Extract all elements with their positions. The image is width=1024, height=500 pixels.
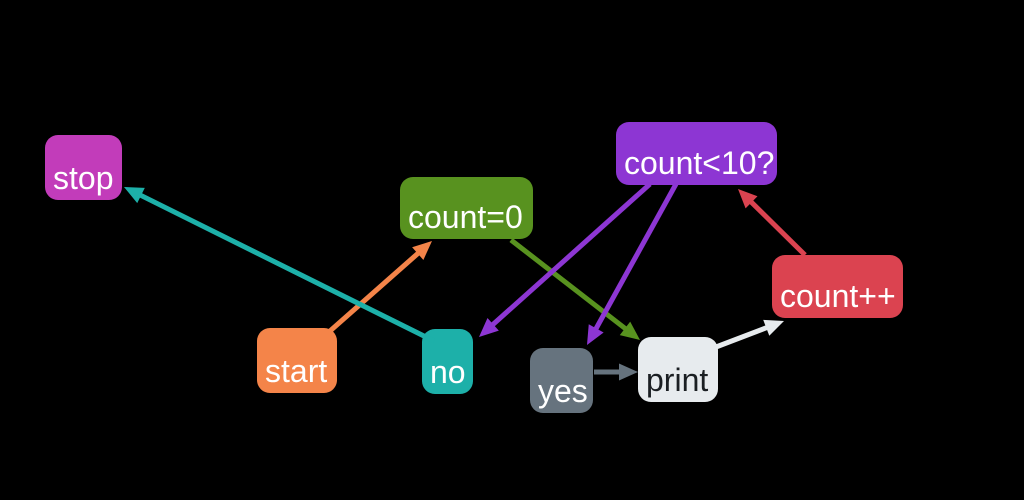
node-no[interactable]: no xyxy=(422,329,473,394)
node-label-start: start xyxy=(265,353,328,389)
node-label-countlt10: count<10? xyxy=(624,145,775,181)
arrowhead-count0-to-print xyxy=(619,321,640,340)
node-label-stop: stop xyxy=(53,160,114,196)
arrowhead-start-to-count0 xyxy=(412,241,432,260)
edge-no-to-stop xyxy=(138,192,436,344)
node-label-no: no xyxy=(430,354,466,390)
arrowhead-countlt10-to-yes xyxy=(587,324,604,345)
node-print[interactable]: print xyxy=(638,337,718,402)
edge-countlt10-to-yes xyxy=(593,182,679,332)
node-start[interactable]: start xyxy=(257,328,337,393)
node-countpp[interactable]: count++ xyxy=(772,255,903,318)
edge-countpp-to-countlt10 xyxy=(748,199,807,257)
node-label-yes: yes xyxy=(538,373,588,409)
node-yes[interactable]: yes xyxy=(530,348,593,413)
arrowhead-yes-to-print xyxy=(619,363,638,381)
node-label-print: print xyxy=(646,362,709,398)
arrowhead-no-to-stop xyxy=(124,187,145,204)
arrowhead-countpp-to-countlt10 xyxy=(738,189,758,209)
node-countlt10[interactable]: count<10? xyxy=(616,122,777,185)
node-stop[interactable]: stop xyxy=(45,135,122,200)
node-label-countpp: count++ xyxy=(780,278,896,314)
arrowhead-countlt10-to-no xyxy=(479,317,499,337)
edge-start-to-count0 xyxy=(328,250,421,333)
node-label-count0: count=0 xyxy=(408,199,523,235)
edge-print-to-countpp xyxy=(715,324,770,350)
arrowhead-print-to-countpp xyxy=(763,319,784,336)
node-count0[interactable]: count=0 xyxy=(400,177,533,239)
edge-count0-to-print xyxy=(509,238,629,332)
